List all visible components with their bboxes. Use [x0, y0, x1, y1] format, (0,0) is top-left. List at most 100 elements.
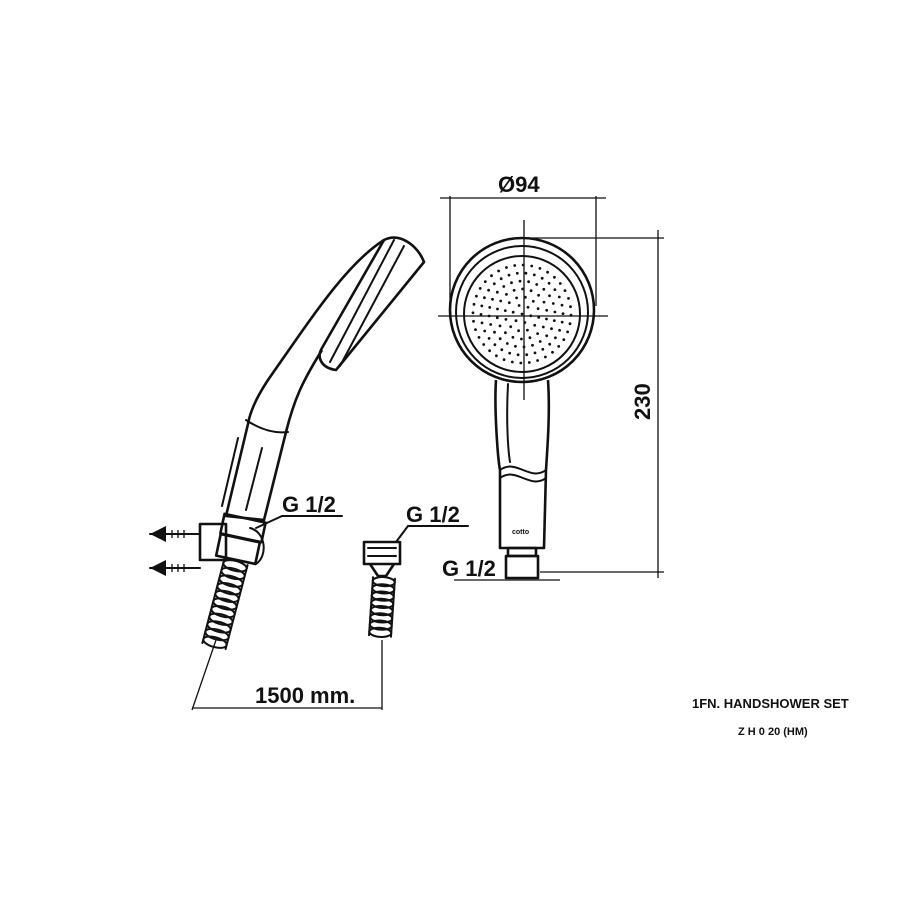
- nozzle-dot: [545, 334, 549, 338]
- nozzle-dot: [512, 288, 516, 292]
- height-dimension: 230: [524, 230, 664, 578]
- nozzle-dot: [528, 336, 532, 340]
- nozzle-dot: [541, 347, 545, 351]
- nozzle-dot: [503, 309, 507, 312]
- nozzle-dot: [529, 314, 533, 318]
- hose-length-dimension: 1500 mm.: [191, 639, 383, 711]
- nozzle-dot: [505, 266, 508, 269]
- nozzle-dot: [538, 340, 542, 343]
- front-handle-joint-2: [499, 473, 547, 483]
- nozzle-dot: [524, 271, 528, 275]
- hose-edge: [201, 557, 226, 644]
- nozzle-dot: [480, 321, 484, 325]
- nozzle-dot: [511, 335, 515, 339]
- nozzle-dot: [518, 279, 522, 283]
- nozzle-dot: [487, 288, 490, 292]
- nozzle-dot: [500, 348, 504, 352]
- nozzle-dot: [541, 325, 545, 329]
- hose-length-label: 1500 mm.: [255, 683, 355, 708]
- nozzle-dot: [514, 319, 518, 323]
- nozzle-dot: [517, 304, 521, 307]
- nozzle-dot: [479, 313, 483, 316]
- nozzle-dot: [562, 338, 566, 341]
- handle-joint: [245, 419, 289, 434]
- nozzle-dot: [507, 301, 511, 305]
- head-mid-ring: [455, 245, 589, 379]
- nozzle-dot: [495, 316, 499, 320]
- nozzle-dot: [529, 289, 533, 293]
- nozzle-dot: [553, 275, 556, 279]
- nozzle-dot: [482, 343, 486, 346]
- nozzle-dot: [522, 345, 526, 349]
- nozzle-dot: [492, 282, 496, 286]
- nozzle-dot: [520, 337, 523, 341]
- nozzle-dot: [538, 267, 542, 270]
- nozzle-dot: [526, 305, 530, 309]
- hose-coil-ring: [368, 626, 393, 638]
- nozzle-dot: [490, 274, 493, 278]
- nozzle-dot: [557, 295, 561, 299]
- nozzle-dot: [478, 287, 482, 290]
- nozzle-dot: [514, 344, 517, 348]
- nozzle-dot: [558, 282, 562, 285]
- nozzle-dot: [569, 313, 573, 317]
- nozzle-dot: [558, 328, 561, 332]
- nozzle-dot: [537, 293, 540, 297]
- nozzle-dot: [542, 287, 546, 291]
- nozzle-dot: [544, 355, 547, 359]
- front-handle-joint: [499, 465, 547, 475]
- nozzle-dot: [553, 288, 557, 291]
- nozzle-dot: [533, 351, 537, 355]
- nozzle-dot: [489, 323, 493, 326]
- head-face-line: [329, 239, 395, 363]
- handle-outline: [224, 238, 385, 522]
- nozzle-dot: [496, 307, 499, 311]
- nozzle-dot: [531, 299, 535, 303]
- nozzle-dot: [563, 289, 567, 292]
- nozzle-dot: [560, 303, 564, 307]
- nozzle-dot: [511, 310, 515, 314]
- nozzle-dot: [521, 287, 524, 291]
- nozzle-dot: [519, 361, 523, 365]
- nozzle-dot: [483, 329, 487, 333]
- nozzle-dot: [472, 302, 476, 306]
- nozzle-dot: [542, 300, 546, 304]
- product-name: 1FN. HANDSHOWER SET: [692, 696, 849, 711]
- nozzle-dot: [487, 314, 491, 318]
- nozzle-dot: [475, 294, 478, 298]
- hose-edge: [368, 576, 375, 637]
- nozzle-dot: [530, 264, 534, 268]
- nozzle-dot: [551, 350, 554, 354]
- diameter-label: Ø94: [498, 172, 540, 197]
- nozzle-dot: [493, 343, 497, 347]
- nozzle-dot: [504, 318, 508, 321]
- nozzle-dot: [540, 276, 544, 280]
- nozzle-dot: [537, 316, 541, 319]
- nozzle-dot: [536, 332, 539, 335]
- nozzle-dot: [536, 307, 540, 310]
- nozzle-dot: [508, 351, 512, 355]
- nozzle-dot: [533, 323, 537, 327]
- brand-mark: cotto: [512, 529, 529, 536]
- nozzle-dot: [495, 354, 498, 358]
- nozzle-dot: [531, 343, 534, 347]
- nozzle-dot: [498, 324, 502, 328]
- nozzle-dot: [523, 321, 527, 324]
- spray-plate: [463, 255, 581, 373]
- nozzle-dot: [483, 296, 486, 300]
- nozzle-dot: [524, 295, 527, 299]
- hose-nut-hatch: [367, 547, 397, 557]
- nozzle-dot: [520, 312, 524, 316]
- nozzle-dot: [546, 270, 549, 274]
- spray-nozzles: [471, 263, 573, 365]
- nozzle-dot: [472, 319, 475, 323]
- nozzle-dot: [569, 305, 572, 309]
- dim-ext-left: [191, 639, 217, 711]
- nozzle-dot: [527, 280, 530, 284]
- nozzle-dot: [566, 330, 569, 334]
- hose-coil-ring: [212, 597, 238, 611]
- nozzle-dot: [502, 358, 506, 361]
- hose-edge: [224, 564, 249, 651]
- hose-coil-ring: [210, 604, 236, 619]
